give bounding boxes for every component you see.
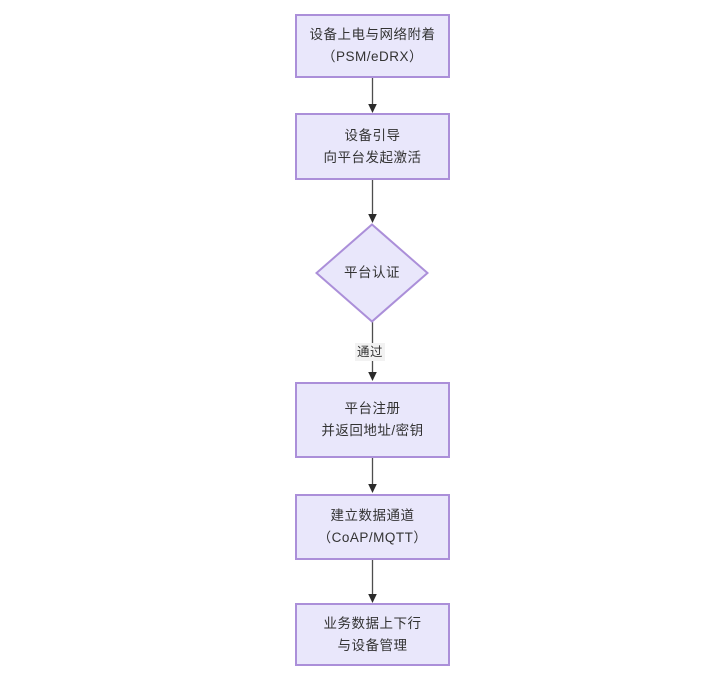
node-text-line-2: 与设备管理 (337, 637, 408, 653)
node-text-line-2: （PSM/eDRX） (321, 49, 424, 64)
connector-n1-n2 (366, 78, 379, 114)
node-text-line-2: 并返回地址/密钥 (321, 423, 424, 438)
node-text-line-2: 向平台发起激活 (323, 149, 422, 165)
node-text-line-1: 建立数据通道 (330, 508, 415, 523)
node-device-power-on[interactable]: 设备上电与网络附着 （PSM/eDRX） (295, 14, 450, 78)
node-platform-registration[interactable]: 平台注册 并返回地址/密钥 (295, 382, 450, 458)
connector-n2-n3 (366, 180, 379, 224)
node-text-line-2: （CoAP/MQTT） (317, 530, 428, 545)
node-platform-authentication[interactable]: 平台认证 (315, 223, 429, 323)
node-business-data-and-device-management[interactable]: 业务数据上下行 与设备管理 (295, 603, 450, 666)
node-text-line-1: 业务数据上下行 (323, 615, 422, 631)
node-text-line-1: 设备上电与网络附着 (309, 27, 436, 42)
node-device-bootstrap[interactable]: 设备引导 向平台发起激活 (295, 113, 450, 180)
node-data-channel[interactable]: 建立数据通道 （CoAP/MQTT） (295, 494, 450, 560)
connector-n5-n6 (366, 560, 379, 604)
edge-label-pass: 通过 (355, 343, 386, 361)
node-text-line-1: 设备引导 (344, 127, 401, 143)
connector-n4-n5 (366, 458, 379, 494)
node-text-line-1: 平台注册 (344, 401, 401, 416)
